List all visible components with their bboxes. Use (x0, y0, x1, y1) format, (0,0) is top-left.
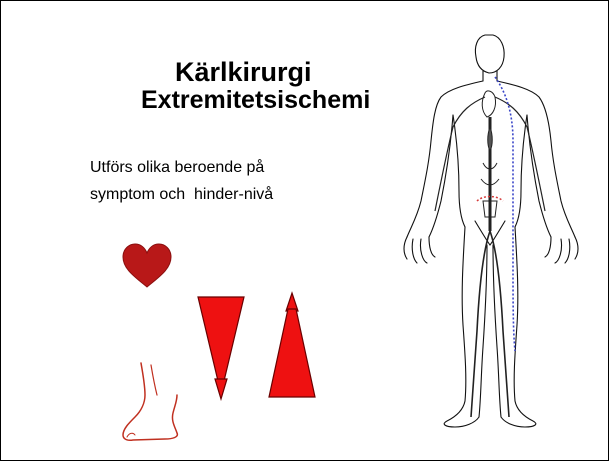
slide-body-text: Utförs olika beroende på symptom och hin… (90, 154, 350, 208)
arrow-down-icon (196, 295, 246, 401)
human-body-vascular-icon (401, 31, 591, 431)
heart-icon (121, 243, 173, 289)
foot-icon (119, 361, 181, 443)
arrow-up-icon (267, 291, 317, 399)
title-line-1: Kärlkirurgi (141, 59, 441, 86)
body-text-line-1: Utförs olika beroende på (90, 154, 350, 181)
title-line-2: Extremitetsischemi (141, 88, 441, 113)
body-text-line-2: symptom och hinder-nivå (90, 181, 350, 208)
slide-title: Kärlkirurgi Extremitetsischemi (141, 59, 441, 113)
